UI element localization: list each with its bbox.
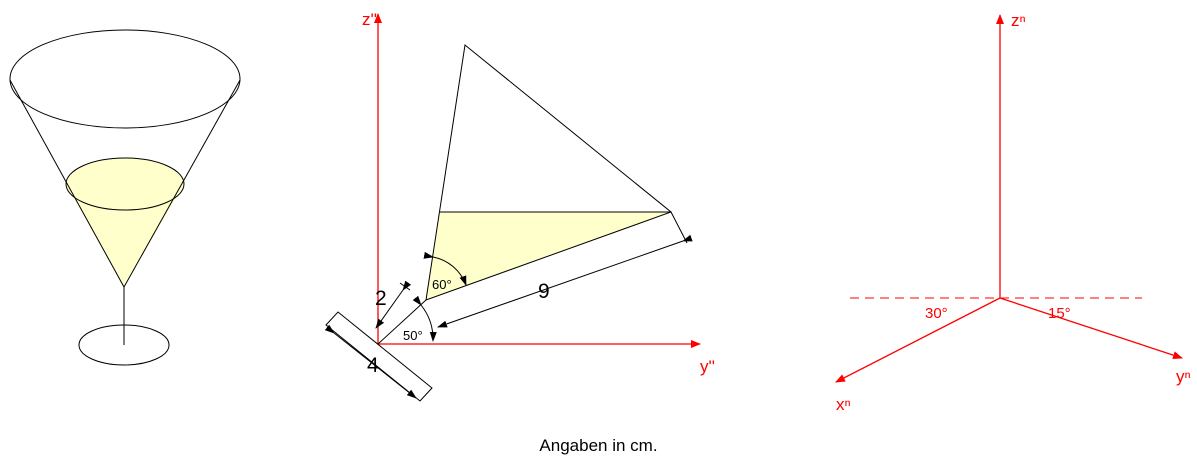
glass-foot: [78, 324, 170, 366]
caption: Angaben in cm.: [539, 436, 658, 455]
xn-axis-label: xⁿ: [836, 395, 851, 414]
angle-30-label: 30°: [925, 305, 948, 322]
side-view: 2 4 9 60° 50° z'' y'': [324, 10, 715, 402]
dim-9-label: 9: [538, 280, 550, 303]
dim-9-ext: [670, 211, 688, 244]
glass-illustration: [9, 29, 241, 366]
dim-2-ext: [399, 282, 411, 291]
angle-15-label: 15°: [1048, 305, 1071, 322]
angle-50-arc: [412, 295, 437, 342]
angle-60-arc: [423, 251, 467, 286]
angle-60-label: 60°: [432, 277, 452, 292]
z2-axis-label: z'': [362, 10, 377, 29]
y2-axis-label: y'': [700, 357, 715, 376]
yn-axis-label: yⁿ: [1176, 367, 1191, 386]
xn-axis: [835, 297, 1001, 383]
dim-9-line: [437, 234, 693, 328]
dim-4-label: 4: [367, 354, 379, 377]
axonometric-axes: zⁿ xⁿ yⁿ 30° 15°: [835, 11, 1191, 414]
liquid-surface: [65, 157, 185, 211]
angle-50-label: 50°: [403, 328, 423, 343]
dim-2-line: [375, 280, 412, 329]
glass-liquid: [66, 184, 184, 287]
dim-2-label: 2: [375, 287, 387, 310]
glass-side-left: [9, 79, 125, 288]
base-plate: [325, 311, 433, 402]
glass-side-right: [123, 79, 241, 288]
glass-rim: [9, 29, 241, 129]
yn-axis: [999, 297, 1183, 359]
zn-axis-label: zⁿ: [1011, 11, 1026, 30]
dim-4-line: [324, 324, 417, 399]
